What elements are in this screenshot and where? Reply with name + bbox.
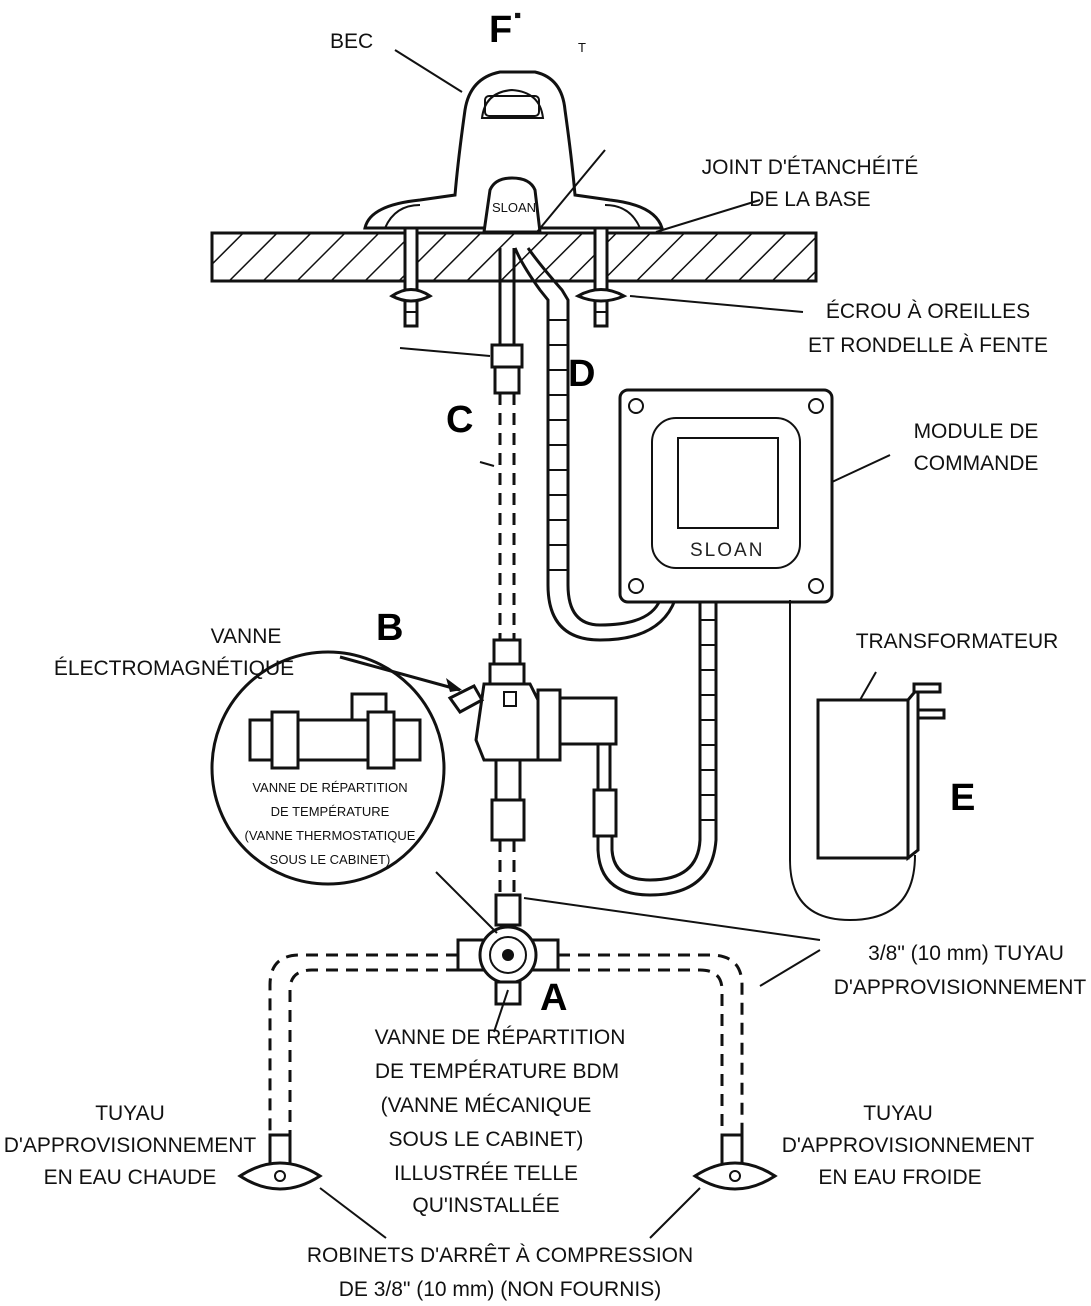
label-thermo-4: SOUS LE CABINET) xyxy=(270,852,391,867)
label-control-module-2: COMMANDE xyxy=(914,452,1039,475)
label-hot-supply-3: EN EAU CHAUDE xyxy=(44,1166,217,1189)
faucet-spout: SLOAN xyxy=(363,70,665,234)
callout-f: F xyxy=(489,9,512,51)
solenoid-valve-assembly xyxy=(447,638,618,895)
label-bdm-1: VANNE DE RÉPARTITION xyxy=(375,1026,626,1049)
label-thermo-2: DE TEMPÉRATURE xyxy=(271,804,390,819)
label-solenoid-2: ÉLECTROMAGNÉTIQUE xyxy=(54,657,294,680)
module-brand-logo: SLOAN xyxy=(690,540,764,561)
faucet-brand-logo: SLOAN xyxy=(492,200,536,215)
supply-hoses xyxy=(268,953,744,1135)
label-bdm-6: QU'INSTALLÉE xyxy=(412,1194,559,1217)
label-solenoid-1: VANNE xyxy=(211,625,282,648)
compression-stops xyxy=(237,1133,778,1191)
sensor-cable xyxy=(513,247,677,642)
label-spout: BEC xyxy=(330,30,373,53)
label-wing-nut-2: ET RONDELLE À FENTE xyxy=(808,334,1048,357)
label-hot-supply-2: D'APPROVISIONNEMENT xyxy=(4,1134,257,1157)
label-supply-tube-2: D'APPROVISIONNEMENT xyxy=(834,976,1087,999)
callout-e: E xyxy=(950,777,975,819)
callout-c: C xyxy=(446,399,473,441)
label-stops-2: DE 3/8" (10 mm) (NON FOURNIS) xyxy=(339,1278,661,1301)
thermostatic-valve-inset xyxy=(210,650,446,886)
callout-f-mark: ▪ xyxy=(514,4,521,27)
label-stops-1: ROBINETS D'ARRÊT À COMPRESSION xyxy=(307,1244,693,1267)
label-bdm-4: SOUS LE CABINET) xyxy=(389,1128,584,1151)
label-base-gasket-2: DE LA BASE xyxy=(749,188,870,211)
label-hot-supply-1: TUYAU xyxy=(95,1102,165,1125)
label-cold-supply-2: D'APPROVISIONNEMENT xyxy=(782,1134,1035,1157)
label-thermo-3: (VANNE THERMOSTATIQUE xyxy=(245,828,416,843)
label-bdm-2: DE TEMPÉRATURE BDM xyxy=(375,1060,619,1083)
label-base-gasket-1: JOINT D'ÉTANCHÉITÉ xyxy=(702,156,919,179)
mechanical-valve-bdm xyxy=(456,893,560,1006)
label-supply-tube-1: 3/8" (10 mm) TUYAU xyxy=(868,942,1064,965)
label-bdm-3: (VANNE MÉCANIQUE xyxy=(381,1094,592,1117)
label-thermo-1: VANNE DE RÉPARTITION xyxy=(252,780,407,795)
label-control-module-1: MODULE DE xyxy=(914,420,1039,443)
callout-d: D xyxy=(568,353,595,395)
outlet-tube xyxy=(490,248,524,640)
callout-b: B xyxy=(376,607,403,649)
control-module: SLOAN xyxy=(618,388,834,604)
mounting-bolts xyxy=(389,226,628,328)
transformer xyxy=(789,600,946,922)
callout-a: A xyxy=(540,977,567,1019)
label-cold-supply-1: TUYAU xyxy=(863,1102,933,1125)
label-transformer: TRANSFORMATEUR xyxy=(856,630,1059,653)
label-bdm-5: ILLUSTRÉE TELLE xyxy=(394,1162,578,1185)
label-wing-nut-1: ÉCROU À OREILLES xyxy=(826,300,1030,323)
label-cold-supply-3: EN EAU FROIDE xyxy=(818,1166,981,1189)
solenoid-cable xyxy=(596,600,718,897)
callout-t: T xyxy=(578,40,586,55)
leader-lines xyxy=(319,49,891,1239)
